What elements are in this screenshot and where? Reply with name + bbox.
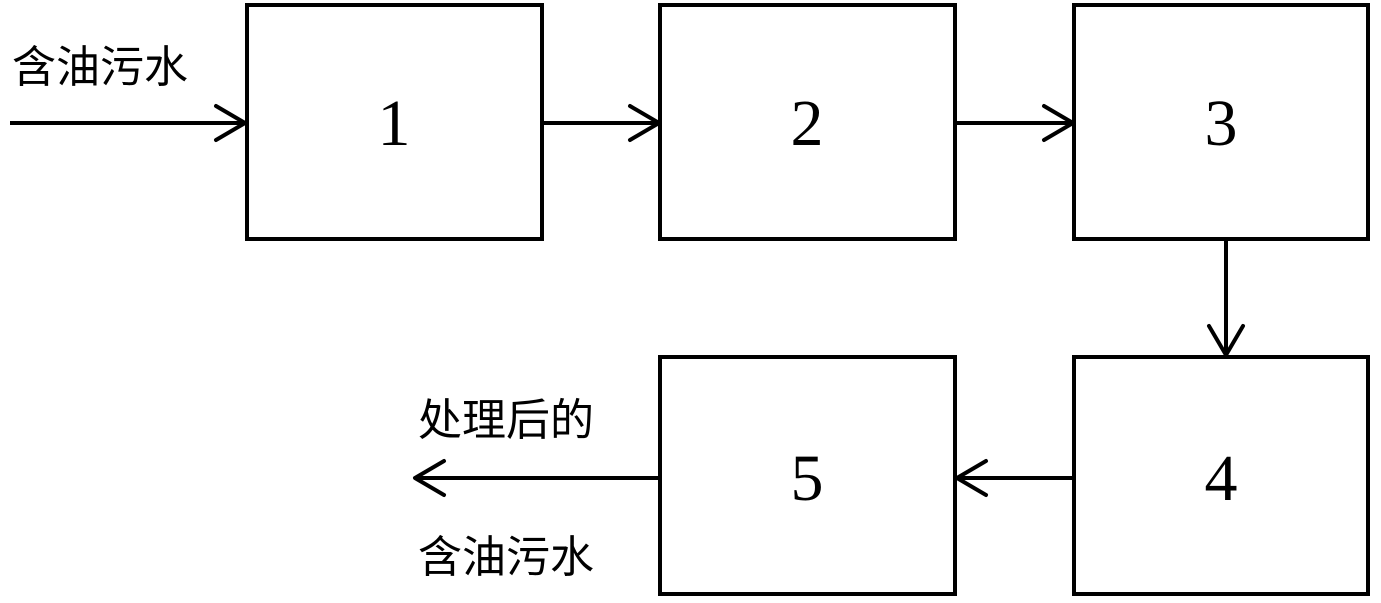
box-4-label: 4: [1205, 442, 1238, 515]
process-box-4: 4: [1072, 355, 1370, 596]
arrow-1-to-2: [542, 104, 661, 142]
arrow-4-to-5: [955, 459, 1074, 497]
output-label-line1: 处理后的: [418, 395, 594, 446]
box-2-label: 2: [791, 87, 824, 160]
input-arrow: [10, 104, 247, 142]
box-5-label: 5: [791, 442, 824, 515]
output-arrow: [413, 459, 660, 497]
input-label: 含油污水: [12, 42, 188, 93]
arrow-3-to-4: [1207, 239, 1245, 357]
process-box-2: 2: [658, 3, 957, 241]
process-box-1: 1: [245, 3, 544, 241]
arrow-2-to-3: [955, 104, 1075, 142]
process-box-3: 3: [1072, 3, 1370, 241]
output-label-line2: 含油污水: [418, 532, 594, 583]
process-box-5: 5: [658, 355, 957, 596]
box-1-label: 1: [378, 87, 411, 160]
box-3-label: 3: [1205, 87, 1238, 160]
